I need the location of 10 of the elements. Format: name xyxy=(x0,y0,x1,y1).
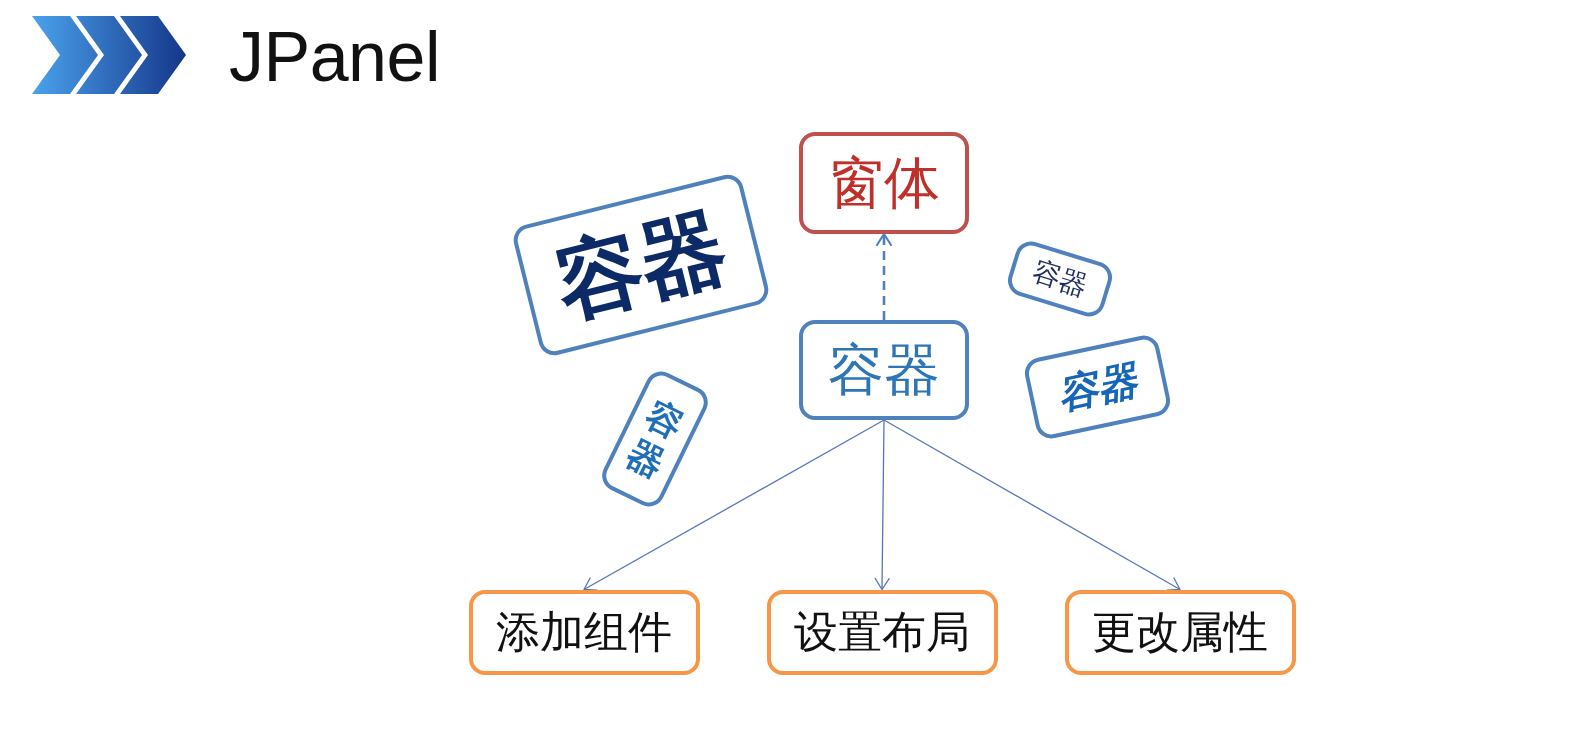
title: JPanel xyxy=(229,22,441,92)
arrow xyxy=(583,419,885,591)
process-box: 添加组件 xyxy=(468,589,700,675)
process-box: 容器 xyxy=(799,320,969,420)
arrow xyxy=(883,419,1181,591)
process-box: 更改属性 xyxy=(1064,589,1296,675)
process-box: 窗体 xyxy=(799,132,969,234)
dashed-arrow xyxy=(875,232,893,320)
arrow xyxy=(874,419,890,591)
process-box: 设置布局 xyxy=(766,589,998,675)
